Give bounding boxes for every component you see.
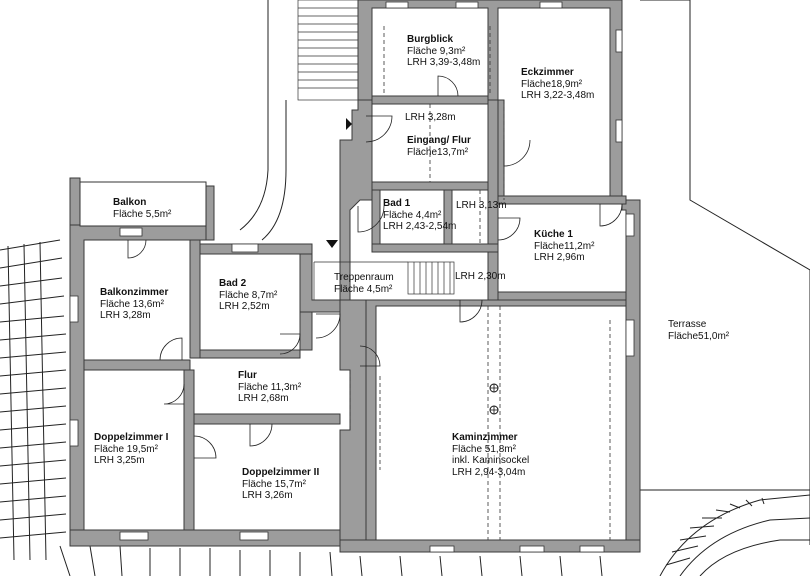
roof-tiles-left	[0, 239, 67, 561]
room-name: Balkon	[113, 197, 147, 208]
label-lrh-230: LRH 2,30m	[455, 271, 506, 283]
room-name: Eingang/ Flur	[407, 135, 471, 146]
label-balkonzimmer: Balkonzimmer Fläche 13,6m² LRH 3,28m	[100, 287, 168, 322]
room-area: Fläche13,7m²	[407, 146, 469, 158]
room-area: Fläche 15,7m²	[242, 478, 306, 490]
room-area: Fläche 51,8m²	[452, 443, 516, 455]
room-area: Fläche51,0m²	[668, 330, 730, 342]
room-area: Fläche 13,6m²	[100, 298, 164, 310]
room-name: Doppelzimmer II	[242, 467, 320, 478]
room-height: LRH 3,28m	[405, 112, 456, 123]
windows	[69, 1, 635, 553]
room-height: LRH 2,52m	[219, 301, 270, 312]
room-height: LRH 2,43-2,54m	[383, 221, 457, 232]
inner-stairs	[313, 261, 455, 300]
height-annotation: LRH 3,13m	[456, 200, 507, 211]
label-treppenraum: Treppenraum Fläche 4,5m²	[334, 272, 394, 295]
room-area: Fläche 4,5m²	[334, 283, 393, 295]
room-area: Fläche 19,5m²	[94, 443, 158, 455]
label-terrasse: Terrasse Fläche51,0m²	[668, 319, 729, 342]
room-name: Terrasse	[668, 319, 707, 330]
room-note: inkl. Kaminsockel	[452, 455, 530, 466]
room-name: Bad 1	[383, 198, 411, 209]
room-name: Bad 2	[219, 278, 247, 289]
room-area: Fläche18,9m²	[521, 78, 583, 90]
label-bad1: Bad 1 Fläche 4,4m² LRH 2,43-2,54m	[383, 198, 456, 233]
balkon-area	[79, 181, 207, 227]
label-lrh-313: LRH 3,13m	[456, 200, 507, 212]
room-area: Fläche 11,3m²	[238, 381, 302, 393]
room-name: Doppelzimmer I	[94, 432, 169, 443]
doors	[127, 75, 623, 459]
kamin-symbols	[489, 383, 499, 415]
label-flur: Flur Fläche 11,3m² LRH 2,68m	[238, 370, 301, 405]
room-height: LRH 3,25m	[94, 455, 145, 466]
room-name: Küche 1	[534, 229, 573, 240]
label-kueche1: Küche 1 Fläche11,2m² LRH 2,96m	[534, 229, 594, 264]
arrow-north-entrance	[346, 118, 352, 130]
label-eckzimmer: Eckzimmer Fläche18,9m² LRH 3,22-3,48m	[521, 67, 594, 102]
room-height: LRH 3,39-3,48m	[407, 57, 481, 68]
label-bad2: Bad 2 Fläche 8,7m² LRH 2,52m	[219, 278, 277, 313]
room-name: Flur	[238, 370, 257, 381]
roof-tiles-bottom	[59, 545, 603, 576]
label-kaminzimmer: Kaminzimmer Fläche 51,8m² inkl. Kaminsoc…	[452, 432, 529, 478]
label-balkon: Balkon Fläche 5,5m²	[113, 197, 171, 220]
room-height: LRH 2,96m	[534, 252, 585, 263]
height-annotation: LRH 2,30m	[455, 271, 506, 282]
room-name: Eckzimmer	[521, 67, 574, 78]
room-name: Kaminzimmer	[452, 432, 518, 443]
room-name: Treppenraum	[334, 272, 394, 283]
room-name: Burgblick	[407, 34, 454, 45]
label-doppelzimmer1: Doppelzimmer I Fläche 19,5m² LRH 3,25m	[94, 432, 168, 467]
room-height: LRH 3,26m	[242, 490, 293, 501]
label-eingang-height: LRH 3,28m	[405, 112, 456, 124]
room-name: Balkonzimmer	[100, 287, 169, 298]
room-area: Fläche 8,7m²	[219, 289, 278, 301]
room-area: Fläche 9,3m²	[407, 45, 466, 57]
spiral-stairs	[659, 494, 810, 576]
room-area: Fläche11,2m²	[534, 240, 595, 252]
label-doppelzimmer2: Doppelzimmer II Fläche 15,7m² LRH 3,26m	[242, 467, 319, 502]
arrow-south-entrance	[326, 240, 338, 248]
room-area: Fläche 4,4m²	[383, 209, 442, 221]
room-area: Fläche 5,5m²	[113, 208, 172, 220]
room-height: LRH 3,28m	[100, 310, 151, 321]
room-height: LRH 2,68m	[238, 393, 289, 404]
label-burgblick: Burgblick Fläche 9,3m² LRH 3,39-3,48m	[407, 34, 480, 69]
label-eingang: Eingang/ Flur Fläche13,7m²	[407, 135, 471, 158]
room-height: LRH 2,94-3,04m	[452, 466, 526, 478]
terrasse-outline	[640, 0, 810, 545]
room-height: LRH 3,22-3,48m	[521, 90, 595, 101]
